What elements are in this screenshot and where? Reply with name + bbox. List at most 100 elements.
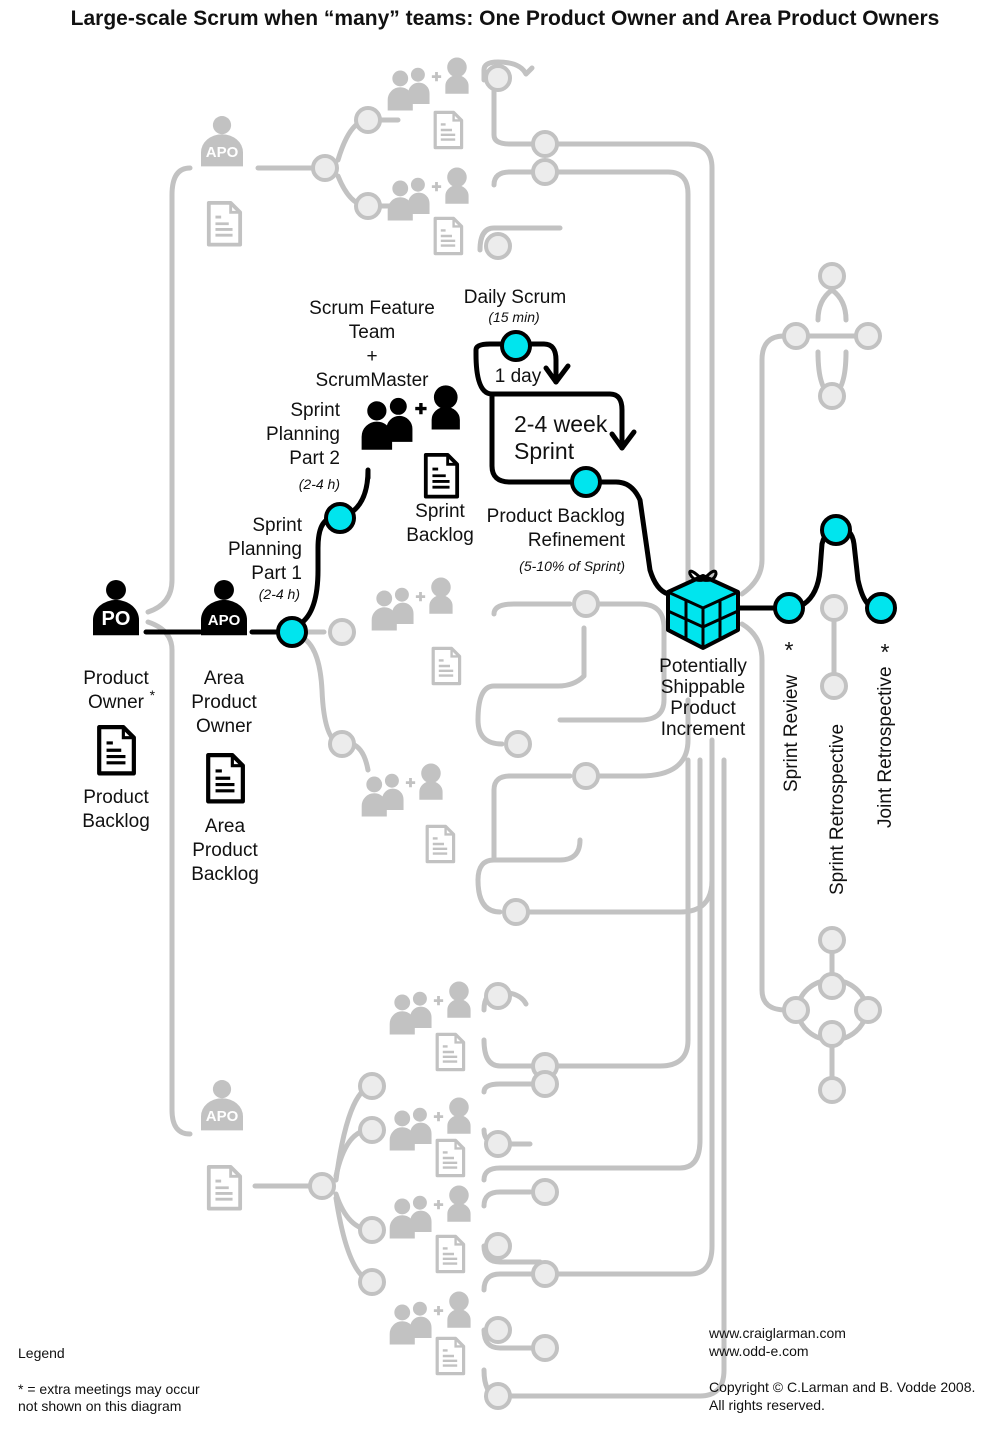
inactive-node	[484, 232, 512, 260]
inactive-node	[782, 996, 810, 1024]
area-product-backlog-label-line-0: Area	[205, 816, 246, 837]
copyright-line-1: All rights reserved.	[709, 1397, 825, 1413]
spp2-label-line-1: Planning	[266, 424, 340, 445]
team-icon	[360, 762, 444, 818]
joint-retro-label: Joint Retrospective	[875, 666, 896, 828]
scrum-team-icon	[360, 384, 462, 451]
area-product-backlog-icon	[208, 755, 243, 801]
joint-retro-node	[865, 592, 897, 624]
inactive-node	[818, 972, 846, 1000]
backlog-document-icon	[431, 646, 462, 686]
inactive-node	[354, 106, 382, 134]
spp1-time: (2-4 h)	[259, 586, 300, 602]
area-product-backlog-bottom-icon	[206, 1164, 243, 1211]
inactive-node	[854, 996, 882, 1024]
legend-note-line-0: * = extra meetings may occur	[18, 1381, 200, 1397]
inactive-node	[531, 1178, 559, 1206]
inactive-node	[358, 1116, 386, 1144]
area-product-backlog-label-line-1: Product	[192, 840, 258, 861]
inactive-node	[328, 618, 356, 646]
team-icon	[388, 1290, 472, 1346]
inactive-node	[484, 64, 512, 92]
inactive-node	[818, 262, 846, 290]
sprint-review-node	[773, 592, 805, 624]
badge-apo_badge: APO	[208, 612, 241, 629]
spp2-time: (2-4 h)	[299, 476, 340, 492]
team-icon	[388, 980, 472, 1036]
inactive-node	[358, 1216, 386, 1244]
sprint-backlog-label-line-1: Backlog	[406, 525, 474, 546]
footer-url-line-1: www.odd-e.com	[708, 1343, 809, 1359]
spp1-label-line-0: Sprint	[252, 515, 302, 536]
daily-scrum-node	[500, 330, 532, 362]
inactive-node	[572, 762, 600, 790]
inactive-node	[820, 594, 848, 622]
area-product-backlog-top-icon	[206, 200, 243, 247]
sprint-backlog-label-line-0: Sprint	[415, 501, 465, 522]
backlog-document-icon	[435, 1032, 466, 1072]
daily-scrum-time: (15 min)	[488, 309, 539, 325]
inactive-node	[328, 730, 356, 758]
increment-label-line-1: Shippable	[661, 677, 746, 698]
apo-top-icon: APO	[201, 116, 243, 167]
spp2-label-line-2: Part 2	[289, 448, 340, 469]
backlog-document-icon	[425, 824, 456, 864]
inactive-node	[531, 158, 559, 186]
inactive-node	[818, 926, 846, 954]
legend-note-line-1: not shown on this diagram	[18, 1398, 181, 1414]
inactive-node	[308, 1172, 336, 1200]
refinement-node	[570, 466, 602, 498]
team-label-line-3: ScrumMaster	[316, 370, 430, 391]
inactive-node	[484, 1130, 512, 1158]
inactive-node	[358, 1268, 386, 1296]
increment-label-line-2: Product	[670, 698, 736, 719]
legend-title: Legend	[18, 1345, 65, 1361]
inactive-node	[531, 1070, 559, 1098]
inactive-node	[484, 1382, 512, 1410]
inactive-node	[484, 1316, 512, 1344]
inactive-node	[818, 1020, 846, 1048]
inactive-node	[504, 730, 532, 758]
inactive-node	[782, 322, 810, 350]
area-product-owner-label-line-2: Owner	[196, 716, 253, 737]
inactive-node	[818, 382, 846, 410]
product-owner-label-line-0: Product	[83, 668, 149, 689]
inactive-node	[531, 1260, 559, 1288]
sprint-label-line-0: 2-4 week	[514, 411, 608, 437]
increment-label-line-3: Increment	[661, 719, 746, 740]
sprint-review-label: Sprint Review	[781, 675, 802, 792]
sprint-retro-node	[820, 514, 852, 546]
joint-retro-star: *	[881, 639, 890, 665]
spp1-label-line-2: Part 1	[251, 563, 302, 584]
backlog-document-icon	[435, 1336, 466, 1376]
backlog-document-icon	[433, 110, 464, 150]
spp2-label-line-0: Sprint	[290, 400, 340, 421]
team-icon	[388, 1184, 472, 1240]
badge-apo_badge: APO	[206, 1108, 239, 1125]
apo-bottom-icon: APO	[201, 1080, 243, 1131]
team-label-line-0: Scrum Feature	[309, 298, 435, 319]
inactive-node	[502, 898, 530, 926]
inactive-node	[311, 154, 339, 182]
sprint-retro-label: Sprint Retrospective	[827, 724, 848, 895]
footer-url-line-0: www.craiglarman.com	[708, 1325, 846, 1341]
backlog-document-icon	[435, 1234, 466, 1274]
gift-box-icon	[666, 569, 740, 650]
inactive-node	[358, 1072, 386, 1100]
backlog-document-icon	[435, 1138, 466, 1178]
diagram-labels: ProductOwner*ProductBacklogAreaProductOw…	[18, 287, 975, 1414]
product-backlog-label-line-1: Backlog	[82, 811, 150, 832]
product-owner-label-line-1: Owner	[88, 692, 145, 713]
inactive-node	[531, 130, 559, 158]
inactive-node	[572, 590, 600, 618]
sprint-review-star: *	[785, 637, 794, 663]
inactive-node	[354, 192, 382, 220]
backlog-document-icon	[433, 216, 464, 256]
team-label-line-2: +	[366, 346, 377, 367]
inactive-node	[531, 1334, 559, 1362]
daily-scrum-label: Daily Scrum	[464, 287, 566, 308]
product-backlog-label-line-0: Product	[83, 787, 149, 808]
